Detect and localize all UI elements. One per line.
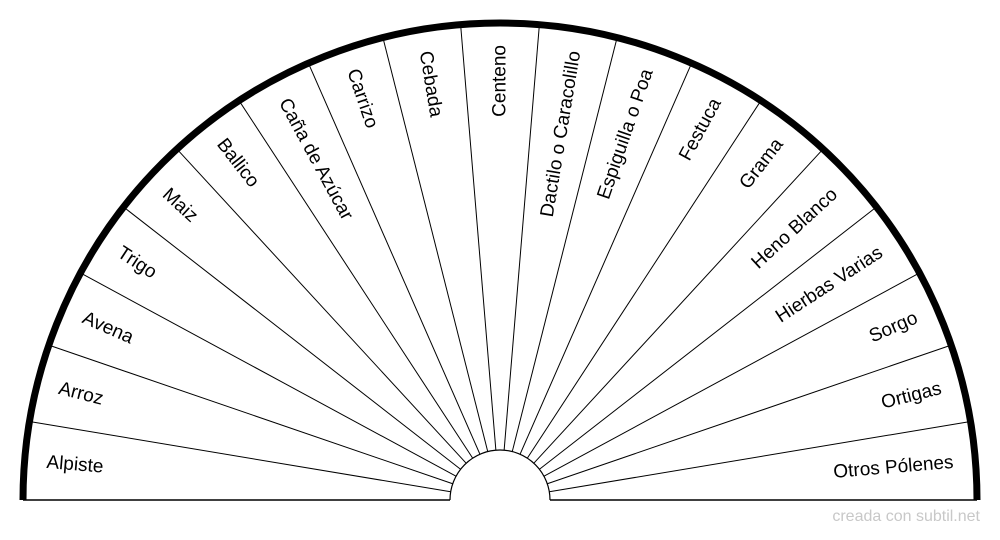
sector-divider — [307, 62, 481, 455]
sector-divider — [526, 100, 762, 459]
segment-label: Heno Blanco — [748, 184, 842, 273]
segment-label: Avena — [79, 308, 137, 349]
segment-label: Arroz — [56, 378, 105, 410]
segment-label: Festuca — [675, 94, 726, 164]
sector-divider — [460, 24, 497, 451]
segment-label: Hierbas Varias — [772, 242, 887, 327]
sector-divider — [511, 37, 618, 452]
credit-text: creada con subtil.net — [832, 508, 980, 525]
segment-label: Sorgo — [866, 308, 921, 348]
sector-dividers — [29, 24, 971, 493]
sector-divider — [176, 148, 467, 464]
sector-divider — [80, 272, 457, 477]
sector-divider — [503, 24, 540, 451]
sector-divider — [29, 420, 451, 493]
segment-label: Caña de Azúcar — [274, 95, 357, 224]
segment-label: Grama — [736, 134, 789, 193]
segment-label: Maiz — [158, 184, 202, 227]
segment-label: Trigo — [113, 242, 160, 283]
segment-label: Cebada — [415, 49, 447, 119]
sector-divider — [543, 272, 920, 477]
sector-divider — [547, 344, 952, 485]
segment-label: Alpiste — [46, 452, 105, 478]
segment-label: Carrizo — [342, 66, 382, 131]
segment-label: Otros Pólenes — [833, 452, 955, 483]
segment-label: Espiguilla o Poa — [594, 66, 658, 202]
sector-divider — [123, 206, 461, 470]
sector-divider — [519, 62, 693, 455]
segment-label: Centeno — [490, 45, 511, 117]
sector-divider — [238, 100, 474, 459]
sector-divider — [533, 148, 824, 464]
sector-divider — [539, 206, 877, 470]
segment-label: Ortigas — [879, 378, 944, 413]
sector-divider — [382, 37, 489, 452]
sector-divider — [48, 344, 453, 485]
segment-label: Ballico — [212, 134, 263, 191]
sector-divider — [549, 420, 971, 493]
outer-arc — [19, 19, 981, 501]
inner-arc — [449, 449, 551, 501]
